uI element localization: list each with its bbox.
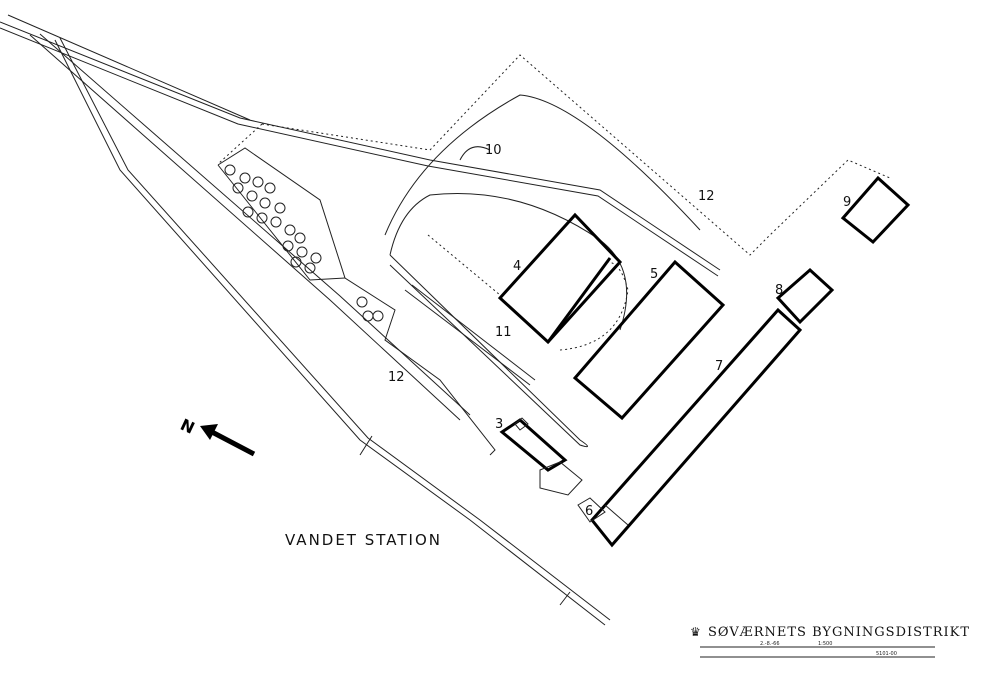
title-block-date: 2.-8.-66 xyxy=(760,641,780,647)
tree xyxy=(284,224,296,236)
tree xyxy=(242,206,254,218)
label-building-7: 7 xyxy=(715,359,723,374)
tree xyxy=(304,262,316,274)
tree xyxy=(246,190,258,202)
label-building-3: 3 xyxy=(495,417,503,432)
tree xyxy=(270,216,282,228)
building-8 xyxy=(775,267,835,325)
tree xyxy=(274,202,286,214)
tree xyxy=(259,197,271,209)
north-label: N xyxy=(177,415,197,438)
tree xyxy=(296,246,308,258)
tree xyxy=(232,182,244,194)
tree xyxy=(372,310,384,322)
north-arrow-icon: N xyxy=(177,415,256,457)
label-12-west: 12 xyxy=(388,370,405,385)
label-building-5: 5 xyxy=(650,267,658,282)
site-boundary xyxy=(217,54,891,256)
building-9 xyxy=(840,175,911,245)
tree xyxy=(362,310,374,322)
label-building-6: 6 xyxy=(585,504,593,519)
title-block-scale: 1:500 xyxy=(818,641,832,647)
west-parcel xyxy=(217,147,496,456)
tree xyxy=(224,164,236,176)
label-building-9: 9 xyxy=(843,195,851,210)
tree xyxy=(256,212,268,224)
tree xyxy=(290,256,302,268)
label-10: 10 xyxy=(485,143,502,158)
tree xyxy=(310,252,322,264)
building-5 xyxy=(572,259,726,421)
tree xyxy=(356,296,368,308)
building-3 xyxy=(499,417,583,496)
tree xyxy=(282,240,294,252)
title-block-org: SØVÆRNETS BYGNINGSDISTRIKT xyxy=(708,625,970,640)
tree xyxy=(239,172,251,184)
title-block: ♛ SØVÆRNETS BYGNINGSDISTRIKT 2.-8.-66 1:… xyxy=(690,625,970,658)
building-7 xyxy=(590,307,803,548)
label-11: 11 xyxy=(495,325,512,340)
tree xyxy=(252,176,264,188)
tree xyxy=(264,182,276,194)
trees xyxy=(224,164,384,322)
title-block-drawing-no: 5101-00 xyxy=(876,651,897,657)
railway-lines xyxy=(0,14,721,626)
building-4 xyxy=(497,212,623,345)
label-building-8: 8 xyxy=(775,283,783,298)
building-6 xyxy=(577,497,606,523)
inner-roads xyxy=(384,94,701,448)
crown-icon: ♛ xyxy=(690,625,701,639)
label-building-4: 4 xyxy=(513,259,521,274)
tree xyxy=(294,232,306,244)
station-name: VANDET STATION xyxy=(285,531,442,549)
label-12-east: 12 xyxy=(698,189,715,204)
